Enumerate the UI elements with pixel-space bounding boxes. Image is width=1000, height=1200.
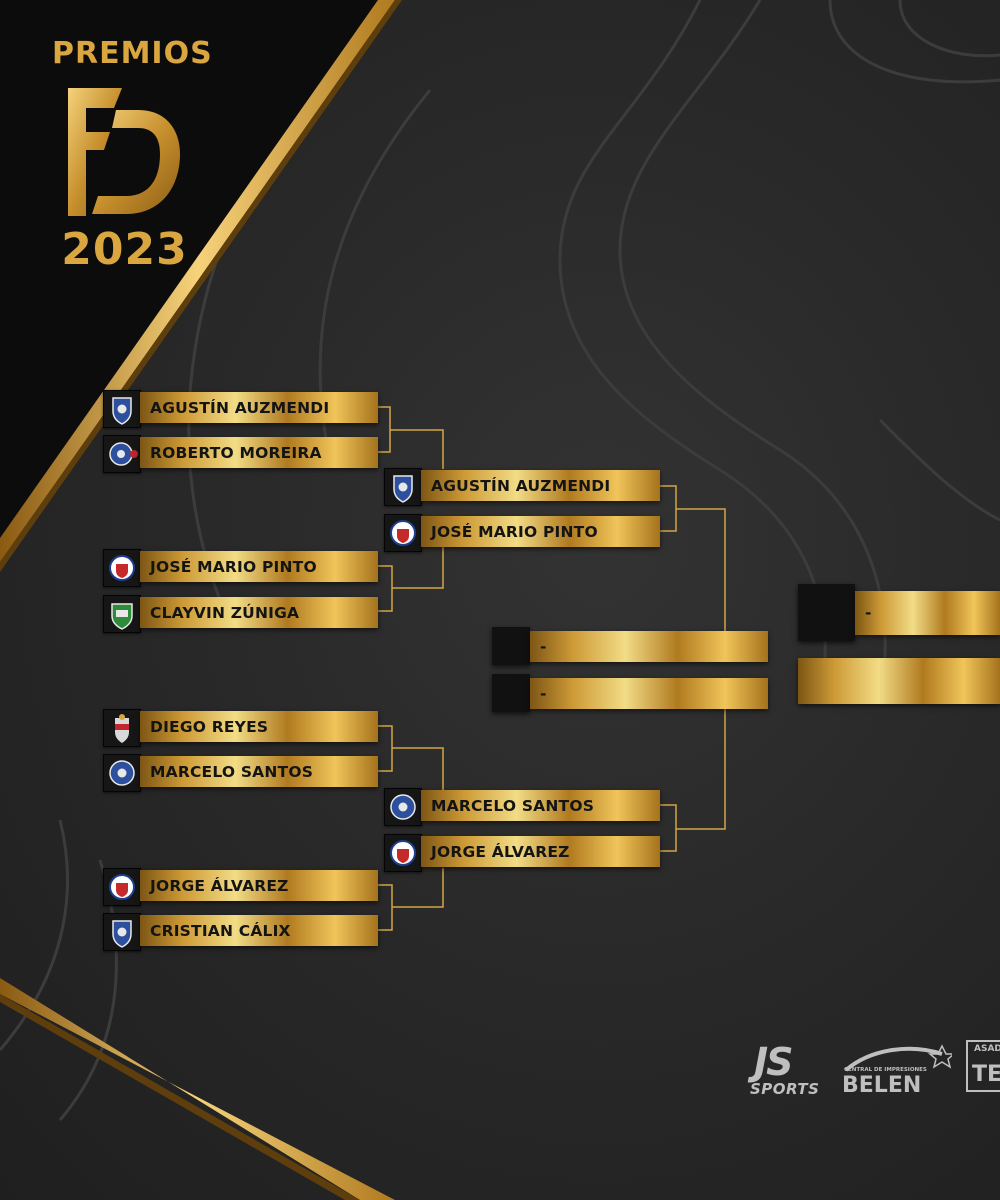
round1-player-5: DIEGO REYES [150,717,269,736]
final-plate-1: - [530,631,768,662]
round1-player-4: CLAYVIN ZÚNIGA [150,603,300,622]
round1-player-6: MARCELO SANTOS [150,762,314,781]
belen-text: BELEN [842,1073,922,1098]
js-sports-logo-bottom: SPORTS [750,1080,820,1098]
champion-crest-placeholder [798,584,855,641]
round1-plate-2: ROBERTO MOREIRA [140,437,378,468]
fd-monogram-logo [68,88,180,216]
semi-crest-4 [384,834,422,872]
year-title: 2023 [61,224,188,275]
round1-plate-6: MARCELO SANTOS [140,756,378,787]
round1-plate-3: JOSÉ MARIO PINTO [140,551,378,582]
olimpia-crest-icon [109,874,135,900]
olimpia-crest-icon [109,555,135,581]
round1-plate-7: JORGE ÁLVAREZ [140,870,378,901]
motagua-crest-icon [112,397,132,425]
js-sports-logo-top: JS [754,1040,793,1084]
third-sponsor-small: ASAD [974,1044,1000,1054]
motagua-crest-icon [390,794,416,820]
semi-plate-4: JORGE ÁLVAREZ [421,836,660,867]
final-plate-2: - [530,678,768,709]
final-crest-placeholder-1 [492,627,530,665]
round1-plate-5: DIEGO REYES [140,711,378,742]
round1-crest-1 [103,390,141,428]
champion-plate: - [855,591,1000,635]
semi-crest-2 [384,514,422,552]
round1-plate-8: CRISTIAN CÁLIX [140,915,378,946]
round1-crest-6 [103,754,141,792]
olimpia-crest-icon [390,520,416,546]
semi-plate-2: JOSÉ MARIO PINTO [421,516,660,547]
round1-player-7: JORGE ÁLVAREZ [150,876,289,895]
round1-player-1: AGUSTÍN AUZMENDI [150,398,330,417]
motagua-crest-icon [112,920,132,948]
belen-swoosh-icon [844,1044,952,1072]
round1-player-2: ROBERTO MOREIRA [150,443,322,462]
motagua-crest-icon [109,760,135,786]
round1-player-8: CRISTIAN CÁLIX [150,921,291,940]
semi-player-4: JORGE ÁLVAREZ [431,842,570,861]
champion-subplate [798,658,1000,704]
round1-crest-4 [103,595,141,633]
semi-crest-1 [384,468,422,506]
semi-plate-1: AGUSTÍN AUZMENDI [421,470,660,501]
semi-plate-3: MARCELO SANTOS [421,790,660,821]
motagua-crest-icon [109,442,138,466]
semi-crest-3 [384,788,422,826]
round1-crest-7 [103,868,141,906]
olimpia-crest-icon [390,840,416,866]
motagua-crest-icon [393,475,413,503]
champion-player: - [865,604,872,622]
final-player-2: - [540,684,547,703]
round1-crest-8 [103,913,141,951]
round1-player-3: JOSÉ MARIO PINTO [150,557,317,576]
semi-player-1: AGUSTÍN AUZMENDI [431,476,611,495]
round1-crest-2 [103,435,141,473]
premios-title: PREMIOS [52,36,213,71]
final-player-1: - [540,637,547,656]
marathon-crest-icon [111,603,133,630]
belen-small-text: CENTRAL DE IMPRESIONES [844,1067,927,1073]
third-sponsor-frame [966,1040,1000,1092]
round1-plate-4: CLAYVIN ZÚNIGA [140,597,378,628]
round1-plate-1: AGUSTÍN AUZMENDI [140,392,378,423]
semi-player-3: MARCELO SANTOS [431,796,595,815]
real-espana-crest-icon [115,714,129,743]
round1-crest-5 [103,709,141,747]
round1-crest-3 [103,549,141,587]
third-sponsor-text: TE [972,1062,1000,1087]
semi-player-2: JOSÉ MARIO PINTO [431,522,598,541]
final-crest-placeholder-2 [492,674,530,712]
